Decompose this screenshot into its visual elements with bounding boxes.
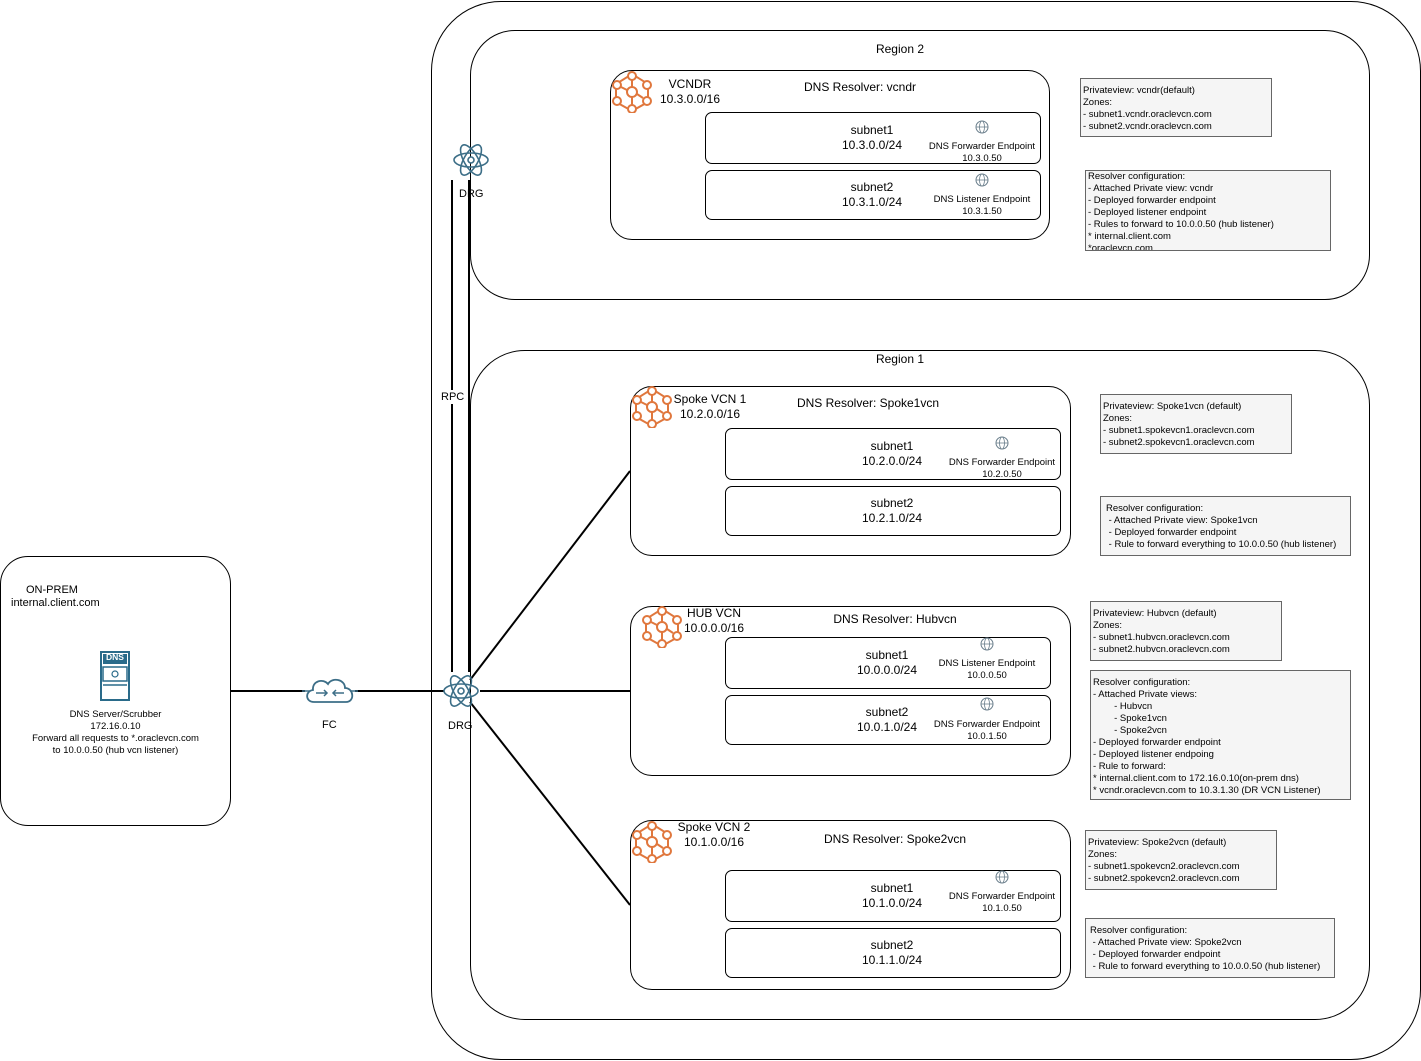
vcndr-subnet2-endpoint-icon xyxy=(975,173,989,187)
region1-title: Region 1 xyxy=(875,352,925,366)
hub-subnet1-endpoint-icon xyxy=(980,637,994,651)
spoke1-subnet1 xyxy=(725,428,1061,480)
vcndr-name: VCNDR xyxy=(668,77,712,91)
vcndr-subnet1-name: subnet1 xyxy=(850,123,894,137)
spoke1-subnet1-ip: 10.2.0.50 xyxy=(982,469,1022,480)
hub-subnet2-name: subnet2 xyxy=(865,705,909,719)
hub-name: HUB VCN xyxy=(686,606,741,620)
spoke2-subnet1-ip: 10.1.0.50 xyxy=(982,903,1022,914)
vcndr-resolver-note: Resolver configuration: - Attached Priva… xyxy=(1085,170,1331,251)
dns-icon-label: DNS xyxy=(106,652,124,662)
vcndr-subnet1-cidr: 10.3.0.0/24 xyxy=(841,138,903,152)
vcndr-cidr: 10.3.0.0/16 xyxy=(659,92,721,106)
hub-resolver-note: Resolver configuration: - Attached Priva… xyxy=(1090,670,1351,800)
vcndr-privateview-note: Privateview: vcndr(default) Zones: - sub… xyxy=(1080,78,1272,137)
spoke2-subnet1 xyxy=(725,870,1061,922)
spoke1-resolver: DNS Resolver: Spoke1vcn xyxy=(796,396,940,410)
hub-privateview-note: Privateview: Hubvcn (default) Zones: - s… xyxy=(1090,601,1282,661)
onprem-forward-line1: Forward all requests to *.oraclevcn.com xyxy=(32,733,199,744)
drg-region1-label: DRG xyxy=(448,720,473,732)
spoke1-subnet2-name: subnet2 xyxy=(870,496,914,510)
spoke2-cidr: 10.1.0.0/16 xyxy=(683,835,745,849)
hub-resolver: DNS Resolver: Hubvcn xyxy=(833,612,957,626)
rpc-label: RPC xyxy=(441,390,465,404)
hub-subnet1-endpoint: DNS Listener Endpoint xyxy=(938,658,1036,669)
vcndr-subnet2-name: subnet2 xyxy=(850,180,894,194)
vcndr-resolver: DNS Resolver: vcndr xyxy=(803,80,917,94)
spoke2-vcn-icon xyxy=(632,821,672,863)
onprem-title: ON-PREM xyxy=(26,584,78,596)
region2-title: Region 2 xyxy=(875,42,925,56)
onprem-server-ip: 172.16.0.10 xyxy=(90,721,141,732)
hub-subnet1-cidr: 10.0.0.0/24 xyxy=(856,663,918,677)
hub-vcn-icon xyxy=(642,606,682,648)
vcndr-subnet2 xyxy=(705,170,1041,220)
fastconnect-icon xyxy=(302,678,358,703)
onprem-container xyxy=(0,556,231,826)
vcndr-subnet1-endpoint: DNS Forwarder Endpoint xyxy=(928,141,1036,152)
spoke2-name: Spoke VCN 2 xyxy=(677,820,751,834)
vcndr-subnet2-ip: 10.3.1.50 xyxy=(962,206,1002,217)
spoke1-subnet1-endpoint-icon xyxy=(995,436,1009,450)
hub-subnet2-ip: 10.0.1.50 xyxy=(967,731,1007,742)
hub-subnet1-ip: 10.0.0.50 xyxy=(967,670,1007,681)
hub-container xyxy=(630,606,1071,776)
spoke1-vcn-icon xyxy=(632,386,672,428)
spoke2-resolver-note: Resolver configuration: - Attached Priva… xyxy=(1085,918,1335,978)
spoke1-privateview-note: Privateview: Spoke1vcn (default) Zones: … xyxy=(1100,394,1292,454)
spoke1-subnet1-name: subnet1 xyxy=(870,439,914,453)
spoke2-subnet1-cidr: 10.1.0.0/24 xyxy=(861,896,923,910)
spoke1-resolver-note: Resolver configuration: - Attached Priva… xyxy=(1100,496,1351,556)
spoke2-subnet2 xyxy=(725,928,1061,978)
spoke2-subnet1-name: subnet1 xyxy=(870,881,914,895)
vcndr-subnet1-ip: 10.3.0.50 xyxy=(962,153,1002,164)
fc-label: FC xyxy=(322,719,337,731)
dns-server-icon xyxy=(100,651,130,701)
hub-subnet1-name: subnet1 xyxy=(865,648,909,662)
spoke2-subnet1-endpoint-icon xyxy=(995,870,1009,884)
drg-to-spoke2-line xyxy=(469,701,631,906)
onprem-server-name: DNS Server/Scrubber xyxy=(69,709,162,720)
drg-region2-icon xyxy=(453,144,489,176)
vcndr-subnet1 xyxy=(705,112,1041,164)
drg-region1-icon xyxy=(443,675,479,707)
vcndr-subnet2-endpoint: DNS Listener Endpoint xyxy=(933,194,1031,205)
onprem-domain: internal.client.com xyxy=(11,597,100,609)
spoke1-subnet2-cidr: 10.2.1.0/24 xyxy=(861,511,923,525)
hub-subnet2-endpoint-icon xyxy=(980,697,994,711)
drg-to-spoke1-line xyxy=(469,470,631,681)
vcndr-subnet1-endpoint-icon xyxy=(975,120,989,134)
spoke2-subnet2-cidr: 10.1.1.0/24 xyxy=(861,953,923,967)
spoke1-subnet1-endpoint: DNS Forwarder Endpoint xyxy=(948,457,1056,468)
spoke1-cidr: 10.2.0.0/16 xyxy=(679,407,741,421)
vcndr-subnet2-cidr: 10.3.1.0/24 xyxy=(841,195,903,209)
hub-subnet2 xyxy=(725,695,1051,745)
spoke2-subnet2-name: subnet2 xyxy=(870,938,914,952)
hub-cidr: 10.0.0.0/16 xyxy=(683,621,745,635)
spoke2-subnet1-endpoint: DNS Forwarder Endpoint xyxy=(948,891,1056,902)
vcndr-vcn-icon xyxy=(612,71,652,113)
spoke1-name: Spoke VCN 1 xyxy=(673,392,747,406)
spoke2-resolver: DNS Resolver: Spoke2vcn xyxy=(823,832,967,846)
hub-subnet1 xyxy=(725,637,1051,689)
spoke1-subnet2 xyxy=(725,486,1061,536)
hub-subnet2-cidr: 10.0.1.0/24 xyxy=(856,720,918,734)
spoke2-privateview-note: Privateview: Spoke2vcn (default) Zones: … xyxy=(1085,830,1277,890)
spoke1-subnet1-cidr: 10.2.0.0/24 xyxy=(861,454,923,468)
hub-subnet2-endpoint: DNS Forwarder Endpoint xyxy=(933,719,1041,730)
drg-region2-label: DRG xyxy=(459,188,484,200)
onprem-forward-line2: to 10.0.0.50 (hub vcn listener) xyxy=(52,745,179,756)
